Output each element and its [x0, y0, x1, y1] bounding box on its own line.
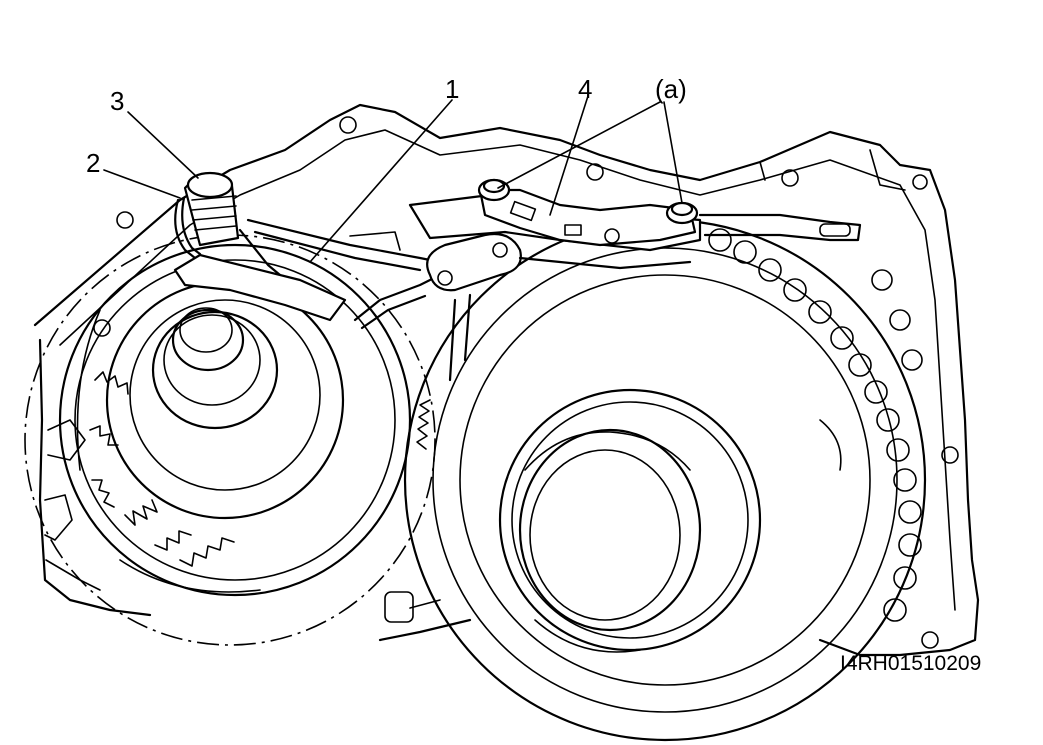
callout-2: 2 [86, 148, 100, 178]
case-housing [33, 103, 980, 657]
link-bracket [408, 188, 862, 382]
leader-a-left [497, 101, 661, 189]
chain-links [708, 228, 923, 622]
figure-code: I4RH01510209 [840, 652, 981, 675]
callout-a: (a) [655, 74, 687, 104]
leader-lines [103, 95, 683, 263]
callout-4: 4 [578, 74, 592, 104]
callout-1: 1 [445, 74, 459, 104]
leader-a-right [663, 101, 683, 204]
bolt-heads [477, 178, 699, 225]
spring-and-pin [174, 171, 282, 277]
leader-4 [549, 95, 589, 216]
band-lever [173, 218, 457, 330]
leader-3 [127, 111, 199, 179]
leader-1 [309, 99, 453, 263]
leader-2 [103, 169, 181, 199]
callout-3: 3 [110, 86, 124, 116]
